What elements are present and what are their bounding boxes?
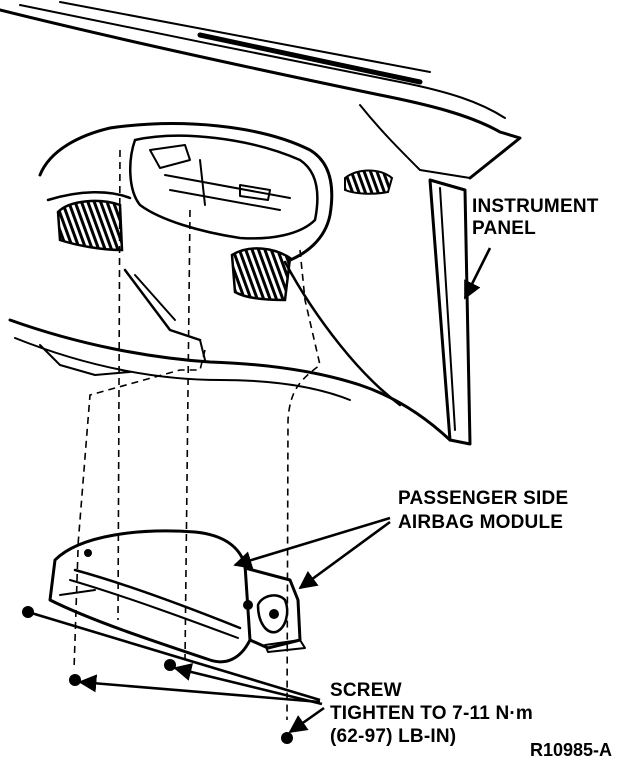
airbag-module-label-line2: AIRBAG MODULE [398, 512, 563, 533]
screw-icon [164, 659, 176, 671]
screw-icon [281, 732, 293, 744]
screw-label-line1: SCREW [330, 680, 402, 701]
instrument-panel-label-line2: PANEL [472, 218, 536, 239]
instrument-panel-drawing [0, 1, 522, 446]
screw-icon [69, 674, 81, 686]
leader-lines [27, 247, 492, 734]
alignment-guides [73, 149, 321, 721]
reference-number: R10985-A [530, 740, 612, 760]
screw-label-line2: TIGHTEN TO 7-11 N·m [330, 703, 533, 724]
instrument-panel-label-line1: INSTRUMENT [472, 196, 599, 217]
screw-label-line3: (62-97) LB-IN) [330, 726, 456, 747]
screws [22, 606, 293, 744]
airbag-module-drawing [48, 529, 306, 664]
airbag-module-label-line1: PASSENGER SIDE [398, 488, 568, 509]
